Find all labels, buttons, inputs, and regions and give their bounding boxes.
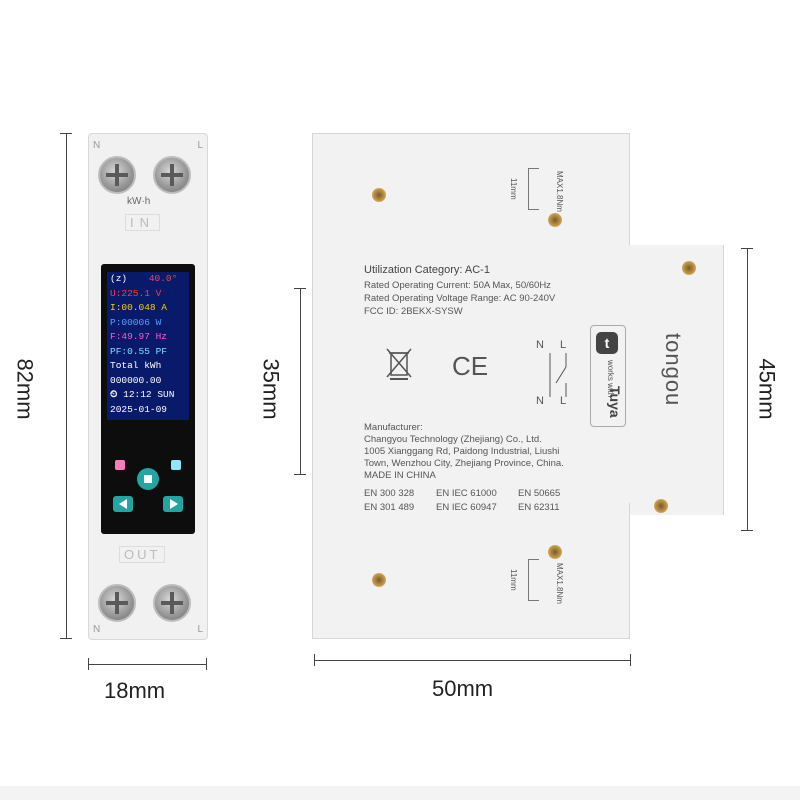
- bottom-label-n: N: [93, 624, 101, 635]
- width-dim-tick-right-end: [630, 654, 631, 666]
- manufacturer-line-3: 1005 Xianggang Rd, Paidong Industrial, L…: [364, 446, 560, 457]
- bottom-label-l: L: [197, 624, 203, 635]
- spec-line-3: Rated Operating Voltage Range: AC 90-240…: [364, 293, 556, 304]
- left-arrow-icon: [119, 499, 127, 509]
- terminal-screw-bottom-left: [98, 584, 136, 622]
- frequency-readout: F:49.97 Hz: [110, 331, 168, 342]
- time-readout: 12:12 SUN: [123, 389, 175, 400]
- time-row: ⏲ 12:12 SUN: [107, 388, 189, 403]
- manufacturer-line-5: MADE IN CHINA: [364, 470, 436, 481]
- torque-label-bottom: MAX1.8Nm: [555, 563, 564, 604]
- torque-label-top: MAX1.8Nm: [555, 171, 564, 212]
- mount-hole-5: [548, 545, 562, 559]
- side-plate-top: [312, 133, 630, 264]
- width-dim-tick-right-start: [314, 654, 315, 666]
- standard-4: EN 301 489: [364, 502, 415, 513]
- energy-meter-front: N L kW·h IN (z) 40.0° U:225.1 V I:00.048…: [88, 133, 208, 640]
- status-led-left: [115, 460, 125, 470]
- right-dim-tick-top: [741, 248, 753, 249]
- height-dim-tick-bottom: [60, 638, 72, 639]
- mount-hole-1: [372, 188, 386, 202]
- screwdriver-diagram-top: [528, 168, 539, 210]
- spec-line-1: Utilization Category: AC-1: [364, 264, 490, 276]
- lcd-status-row: (z) 40.0°: [107, 272, 189, 287]
- power-readout: P:00006 W: [110, 316, 162, 328]
- standard-5: EN IEC 60947: [436, 502, 497, 513]
- width-dim-tick-left: [88, 658, 89, 670]
- energy-meter-side: MAX1.8Nm 11mm Utilization Category: AC-1…: [312, 133, 724, 639]
- width-dim-line-left: [88, 664, 206, 665]
- height-dim-line-mid: [300, 288, 301, 474]
- signal-icon: (z): [110, 273, 128, 284]
- footer-strip: [0, 786, 800, 800]
- power-factor-readout: PF:0.55 PF: [110, 345, 168, 357]
- mount-hole-3: [682, 261, 696, 275]
- voltage-readout: U:225.1 V: [110, 287, 162, 299]
- control-panel: (z) 40.0° U:225.1 V I:00.048 A P:00006 W…: [101, 264, 195, 534]
- manufacturer-line-2: Changyou Technology (Zhejiang) Co., Ltd.: [364, 434, 542, 445]
- stop-button[interactable]: [137, 468, 159, 490]
- prev-button[interactable]: [113, 496, 133, 512]
- standard-1: EN 300 328: [364, 488, 415, 499]
- screwdriver-diagram-bottom: [528, 559, 539, 601]
- total-label: Total kWh: [110, 360, 162, 371]
- next-button[interactable]: [163, 496, 183, 512]
- side-plate-bottom: [312, 503, 630, 639]
- spec-line-4: FCC ID: 2BEKX-SYSW: [364, 306, 463, 317]
- switch-l-top: L: [560, 339, 567, 351]
- stop-icon: [144, 475, 152, 483]
- total-value: 000000.00: [110, 374, 162, 386]
- length-label-bottom: 11mm: [509, 569, 518, 591]
- tuya-badge: t works with Tuya: [590, 325, 626, 427]
- ce-mark: CE: [452, 351, 489, 381]
- in-label: IN: [125, 214, 160, 231]
- out-label: OUT: [119, 546, 166, 563]
- terminal-screw-top-left: [98, 156, 136, 194]
- status-led-right: [171, 460, 181, 470]
- switch-n-bottom: N: [536, 395, 544, 407]
- mount-hole-2: [548, 213, 562, 227]
- width-dim-line-right: [314, 660, 630, 661]
- lcd-display: (z) 40.0° U:225.1 V I:00.048 A P:00006 W…: [107, 272, 189, 420]
- tuya-label: Tuya: [607, 386, 623, 418]
- standard-2: EN IEC 61000: [436, 488, 497, 499]
- right-arrow-icon: [170, 499, 178, 509]
- height-label-left: 82mm: [12, 358, 38, 420]
- height-dim-line-right: [747, 248, 748, 530]
- mount-hole-4: [654, 499, 668, 513]
- mount-hole-6: [372, 573, 386, 587]
- height-dim-tick-top: [60, 133, 72, 134]
- side-plate-middle: [312, 245, 724, 515]
- manufacturer-line-4: Town, Wenzhou City, Zhejiang Province, C…: [364, 458, 564, 469]
- unit-label: kW·h: [127, 196, 151, 207]
- top-label-l: L: [197, 140, 203, 151]
- mid-dim-tick-top: [294, 288, 306, 289]
- switch-l-bottom: L: [560, 395, 567, 407]
- terminal-screw-top-right: [153, 156, 191, 194]
- right-dim-tick-bottom: [741, 530, 753, 531]
- temperature-readout: 40.0°: [148, 273, 178, 284]
- height-dim-line-left: [66, 133, 67, 638]
- switch-n-top: N: [536, 339, 544, 351]
- brand-logo: tongou: [661, 333, 686, 407]
- switch-symbol-icon: [548, 353, 572, 402]
- width-label-right: 50mm: [432, 676, 494, 701]
- standard-3: EN 50665: [518, 488, 561, 499]
- length-label-top: 11mm: [509, 178, 518, 200]
- clock-icon: ⏲: [110, 389, 118, 400]
- tuya-logo-icon: t: [596, 332, 618, 354]
- spec-line-2: Rated Operating Current: 50A Max, 50/60H…: [364, 280, 551, 291]
- width-dim-tick-right: [206, 658, 207, 670]
- standard-6: EN 62311: [518, 502, 560, 513]
- manufacturer-line-1: Manufacturer:: [364, 422, 423, 433]
- top-label-n: N: [93, 140, 101, 151]
- current-readout: I:00.048 A: [110, 302, 168, 313]
- height-label-right: 45mm: [754, 358, 780, 420]
- terminal-screw-bottom-right: [153, 584, 191, 622]
- height-label-mid: 35mm: [258, 358, 284, 420]
- mid-dim-tick-bottom: [294, 474, 306, 475]
- date-readout: 2025-01-09: [110, 403, 168, 415]
- weee-bin-icon: [384, 345, 414, 381]
- width-label-left: 18mm: [104, 678, 166, 703]
